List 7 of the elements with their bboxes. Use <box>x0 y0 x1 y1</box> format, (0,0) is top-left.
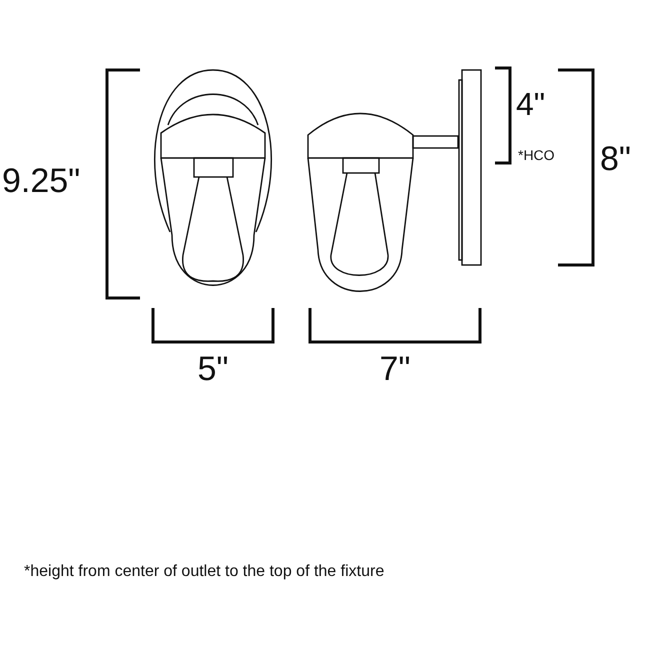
note-marker: *HCO <box>518 148 555 162</box>
dimension-value: 9.25" <box>2 164 80 198</box>
footnote: *height from center of outlet to the top of the fixture <box>24 564 384 580</box>
dimension-value: 4" <box>516 88 546 120</box>
dimension-value: 5" <box>198 352 228 386</box>
dimension-value: 7" <box>380 352 410 386</box>
dimension-value: 8" <box>600 142 631 176</box>
